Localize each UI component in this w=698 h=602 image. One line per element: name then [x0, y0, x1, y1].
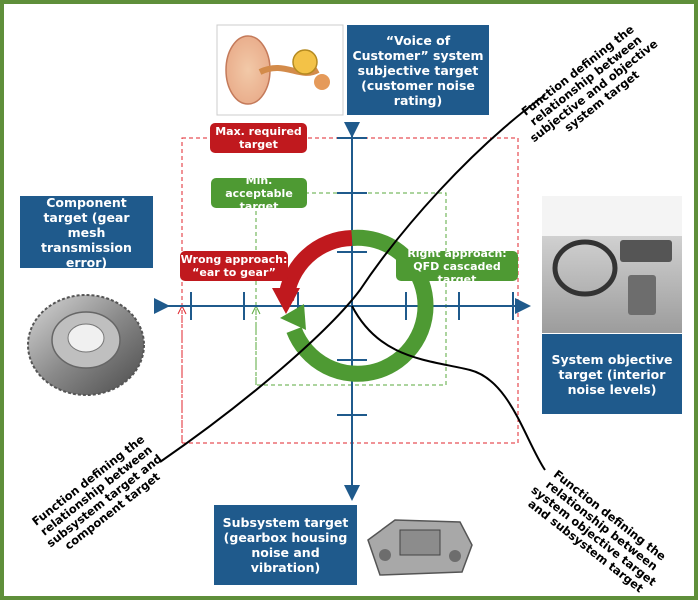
gear-image — [20, 270, 153, 414]
horizontal-ticks — [190, 292, 514, 320]
red-cycle-arrowhead — [272, 288, 300, 314]
max-required-target-label: Max. required target — [210, 123, 307, 153]
subsystem-target-box: Subsystem target (gearbox housing noise … — [214, 505, 357, 585]
component-target-box: Component target (gear mesh transmission… — [20, 195, 153, 270]
vertical-ticks — [337, 137, 367, 416]
gearbox-image — [358, 505, 478, 585]
voice-of-customer-box: “Voice of Customer” system subjective ta… — [347, 25, 489, 115]
function-curve-subjective-objective — [159, 94, 546, 463]
right-approach-label: Right approach: QFD cascaded target — [396, 247, 518, 286]
green-cycle-arc — [286, 229, 434, 382]
ear-image — [216, 24, 344, 116]
wrong-approach-label: Wrong approach: “ear to gear” — [180, 251, 288, 281]
min-acceptable-target-label: Min. acceptable target — [211, 174, 307, 213]
system-objective-target-box: System objective target (interior noise … — [542, 334, 682, 414]
car-interior-image — [542, 196, 682, 333]
function-curve-system-subsystem — [351, 305, 546, 471]
cycle-arrows — [272, 229, 434, 382]
green-cycle-arrowhead — [280, 304, 306, 330]
